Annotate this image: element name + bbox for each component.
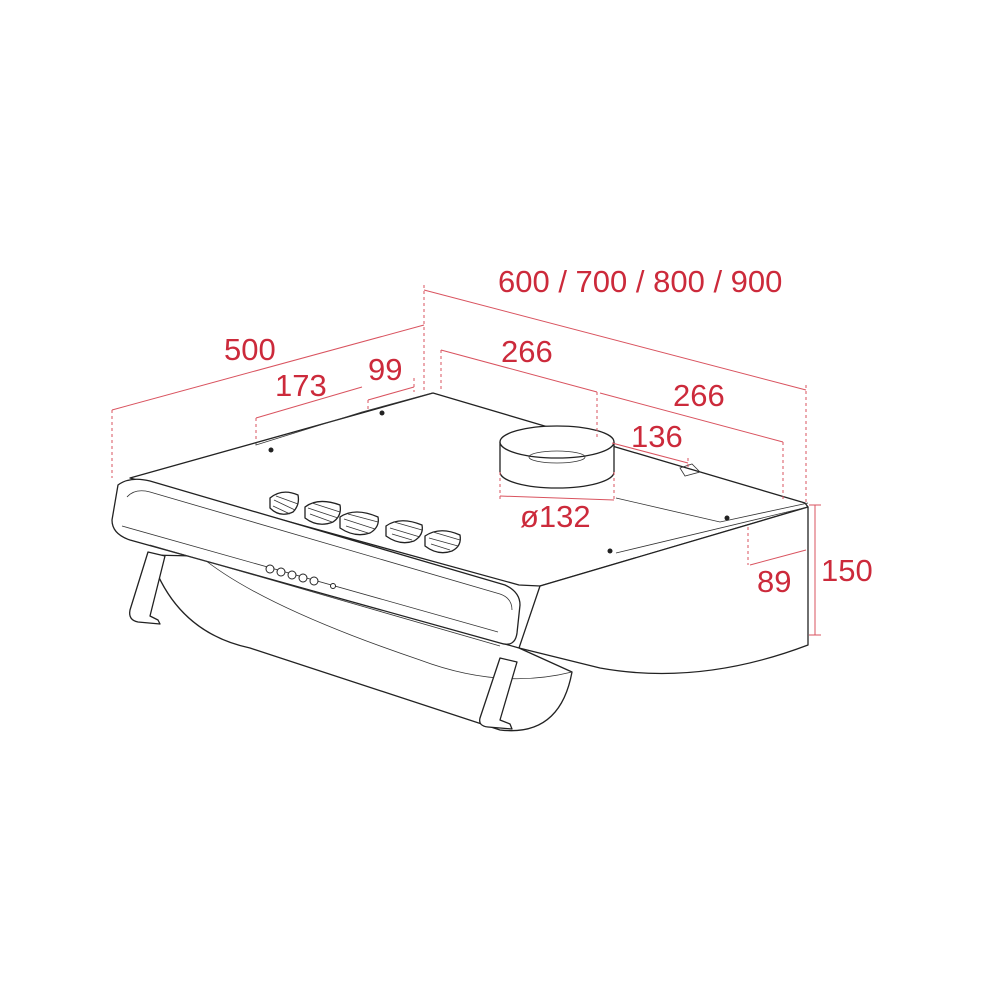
- control-button-3[interactable]: [287, 570, 297, 580]
- rear-step-line: [615, 506, 809, 554]
- outlet-left-label: 266: [501, 334, 553, 369]
- hood-bottom-shell: [149, 554, 573, 732]
- width-label: 600 / 700 / 800 / 900: [498, 264, 782, 299]
- outlet-left-dim-line: [440, 349, 598, 393]
- control-button-4[interactable]: [298, 573, 308, 583]
- vent-grille: [269, 491, 461, 554]
- cutout-dim-line: [255, 386, 363, 419]
- front-offset-label: 99: [368, 352, 402, 387]
- screw-hole-front-left: [268, 447, 274, 453]
- grille-mesh: [272, 495, 461, 551]
- outlet-inner-ring: [528, 450, 586, 464]
- control-panel: [265, 564, 336, 589]
- diameter-dim-line: [499, 495, 615, 501]
- outlet-top-ring: [499, 425, 615, 459]
- grille-slot-1: [269, 491, 300, 515]
- rear-dim-line: [611, 442, 689, 464]
- offset-dim-line: [367, 386, 415, 401]
- outlet-diameter-label: ø132: [520, 499, 591, 534]
- width-dim-line: [423, 289, 807, 391]
- dimension-lines: [111, 285, 821, 636]
- front-cutout-outline: [255, 392, 433, 446]
- screw-hole-rear-left: [607, 548, 613, 554]
- hood-body: [111, 392, 809, 732]
- outlet-right-label: 266: [673, 378, 725, 413]
- depth-dim-line: [111, 324, 425, 411]
- front-cutout-label: 173: [275, 368, 327, 403]
- rear-height-dim-line: [749, 549, 807, 566]
- grille-slot-2: [304, 500, 341, 525]
- screw-hole-front-right: [379, 410, 385, 416]
- grille-slot-3: [339, 511, 379, 536]
- control-button-5[interactable]: [309, 576, 319, 586]
- outlet-collar: [499, 425, 615, 489]
- right-support-leg: [479, 657, 518, 730]
- outlet-right-dim-line: [599, 392, 784, 443]
- fascia-inner-top: [126, 490, 513, 611]
- fascia-lower-lip: [149, 544, 501, 647]
- hood-right-side: [518, 506, 809, 675]
- mounting-slot-line: [615, 497, 809, 523]
- control-button-1[interactable]: [265, 564, 275, 574]
- hood-bottom-curve: [199, 555, 573, 680]
- control-button-2[interactable]: [276, 567, 286, 577]
- indicator-light: [330, 583, 336, 589]
- rear-height-label: 89: [757, 564, 791, 599]
- grille-slot-4: [385, 520, 423, 544]
- depth-label: 500: [224, 332, 276, 367]
- screw-hole-rear-right: [724, 515, 730, 521]
- front-fascia: [111, 478, 521, 645]
- dimension-labels: 600 / 700 / 800 / 900 500 173 99 266 266…: [224, 264, 873, 599]
- left-support-leg: [129, 551, 166, 625]
- grille-slot-5: [424, 530, 461, 554]
- outlet-rear-label: 136: [631, 419, 683, 454]
- total-height-label: 150: [821, 553, 873, 588]
